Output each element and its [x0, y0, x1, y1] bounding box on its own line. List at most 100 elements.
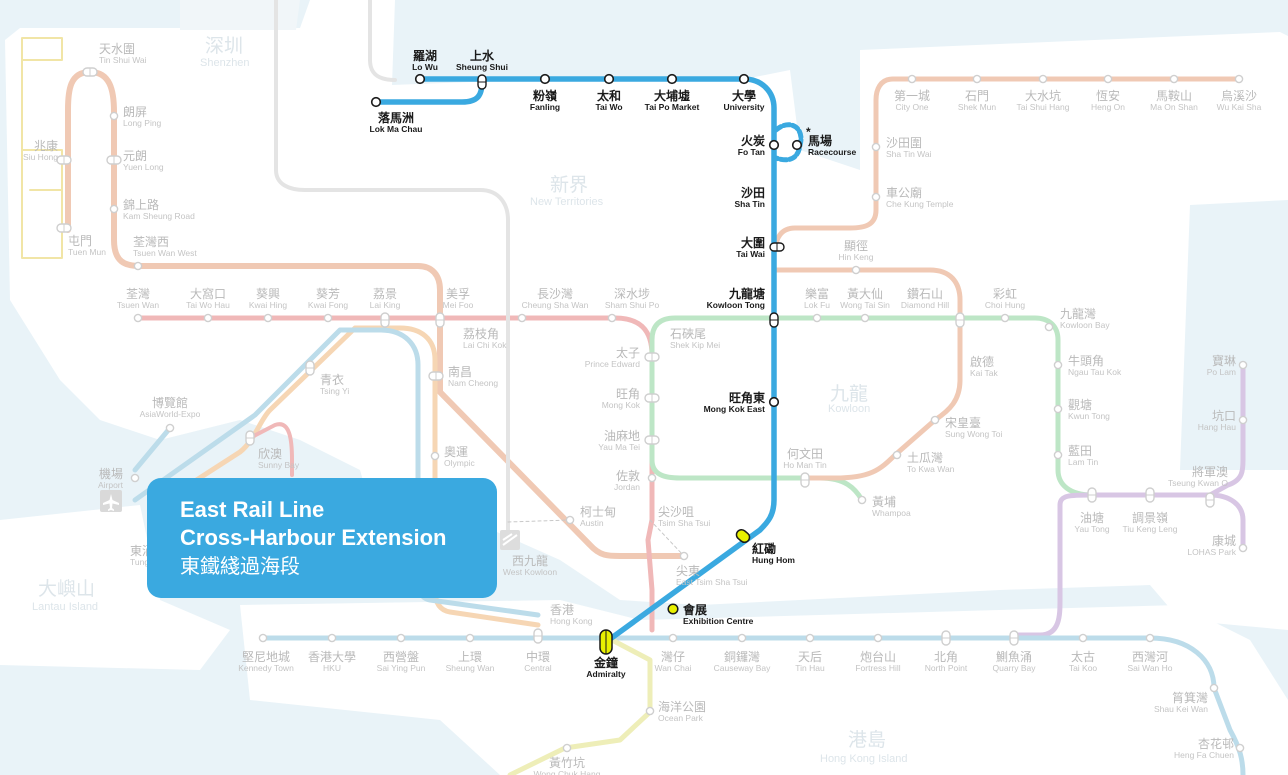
station-label-en: Shek Mun — [958, 102, 997, 112]
station-label-en: Cheung Sha Wan — [522, 300, 589, 310]
station-label-en: Airport — [98, 480, 124, 490]
station-label-zh: 海洋公園 — [658, 699, 706, 714]
station-label-en: North Point — [925, 663, 968, 673]
station-label-en: East Tsim Sha Tsui — [676, 577, 748, 587]
station-label-zh: 黃竹坑 — [549, 755, 585, 770]
